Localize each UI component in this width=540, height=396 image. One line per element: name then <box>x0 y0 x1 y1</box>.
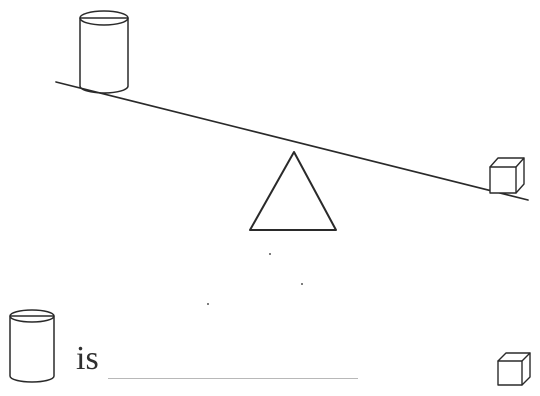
stray-mark <box>301 283 303 285</box>
fulcrum-triangle-icon <box>250 152 336 230</box>
stray-mark <box>269 253 271 255</box>
comparison-word: is <box>76 342 99 376</box>
answer-blank[interactable] <box>108 378 358 379</box>
seesaw-plank <box>56 82 528 200</box>
stray-mark <box>207 303 209 305</box>
question-cube-icon <box>498 353 530 385</box>
cube-icon <box>490 158 524 193</box>
question-cylinder-icon <box>10 310 54 382</box>
cylinder-icon <box>80 11 128 93</box>
